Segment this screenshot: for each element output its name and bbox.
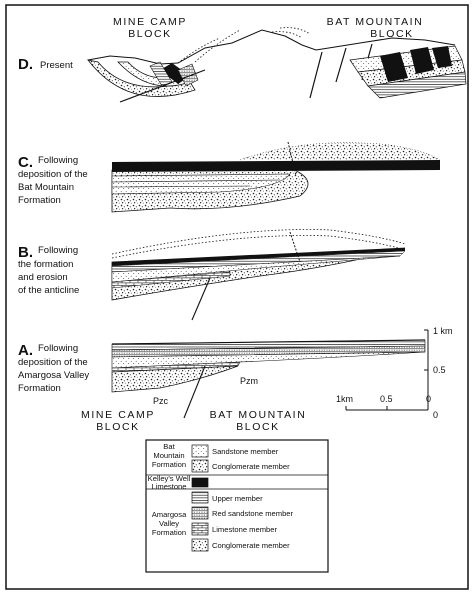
unit-label-pzm: Pzm — [240, 376, 258, 386]
stage-c-caption-2: deposition of the — [18, 169, 88, 180]
legend-bat-mountain-name-3: Formation — [152, 460, 186, 469]
legend-item-conglomerate-member-bat: Conglomerate member — [212, 462, 290, 471]
horizontal-scale-1km: 1km — [336, 394, 353, 404]
section-c — [111, 141, 441, 213]
vertical-scale-1km: 1 km — [433, 326, 453, 336]
horizontal-scale-0-5: 0.5 — [380, 394, 393, 404]
section-d-present — [87, 27, 467, 103]
legend-item-upper-member: Upper member — [212, 494, 263, 503]
legend-item-sandstone-member: Sandstone member — [212, 447, 279, 456]
legend-amargosa-name-2: Valley — [159, 519, 179, 528]
legend-kelleys-well-name-2: Limestone — [151, 482, 186, 491]
stage-a-caption-2: deposition of the — [18, 357, 88, 368]
stage-d-letter: D. — [18, 56, 33, 73]
stage-a-caption-3: Amargosa Valley — [18, 370, 89, 381]
stage-a-letter: A. — [18, 342, 33, 359]
mine-camp-block-label-bottom-1: MINE CAMP — [81, 409, 155, 421]
stage-d-caption: Present — [40, 60, 73, 71]
section-b — [111, 229, 406, 321]
scale-bars — [345, 329, 429, 411]
stage-b-caption-4: of the anticline — [18, 285, 79, 296]
legend-bat-mountain-name-1: Bat — [163, 442, 175, 451]
legend-item-red-sandstone-member: Red sandstone member — [212, 509, 294, 518]
mine-camp-block-label-top-1: MINE CAMP — [113, 16, 187, 28]
stage-c-letter: C. — [18, 154, 33, 171]
section-a — [111, 339, 426, 419]
stage-b-letter: B. — [18, 244, 33, 261]
mine-camp-block-label-bottom-2: BLOCK — [96, 421, 140, 433]
horizontal-scale-0: 0 — [426, 394, 431, 404]
legend-amargosa-name-3: Formation — [152, 528, 186, 537]
legend-item-limestone-member: Limestone member — [212, 525, 277, 534]
legend-kelleys-well-name-1: Kelley's Well — [148, 474, 191, 483]
bat-mountain-block-label-bottom-1: BAT MOUNTAIN — [210, 409, 307, 421]
legend-bat-mountain-name-2: Mountain — [153, 451, 184, 460]
bat-mountain-block-label-top-2: BLOCK — [370, 28, 414, 40]
figure-frame — [5, 4, 469, 590]
unit-label-pzc: Pzc — [153, 396, 169, 406]
vertical-scale-0: 0 — [433, 410, 438, 420]
stage-b-caption-1: Following — [38, 245, 78, 256]
legend — [145, 439, 329, 573]
stage-b-caption-3: and erosion — [18, 272, 68, 283]
legend-amargosa-name-1: Amargosa — [152, 510, 187, 519]
bat-mountain-block-label-bottom-2: BLOCK — [236, 421, 280, 433]
mine-camp-block-label-top-2: BLOCK — [128, 28, 172, 40]
stage-c-caption-4: Formation — [18, 195, 61, 206]
stage-a-caption-1: Following — [38, 343, 78, 354]
stage-a-caption-4: Formation — [18, 383, 61, 394]
legend-item-conglomerate-member-amargosa: Conglomerate member — [212, 541, 290, 550]
stage-b-caption-2: the formation — [18, 259, 73, 270]
vertical-scale-0-5: 0.5 — [433, 365, 446, 375]
bat-mountain-block-label-top-1: BAT MOUNTAIN — [327, 16, 424, 28]
stage-c-caption-1: Following — [38, 155, 78, 166]
stage-c-caption-3: Bat Mountain — [18, 182, 74, 193]
